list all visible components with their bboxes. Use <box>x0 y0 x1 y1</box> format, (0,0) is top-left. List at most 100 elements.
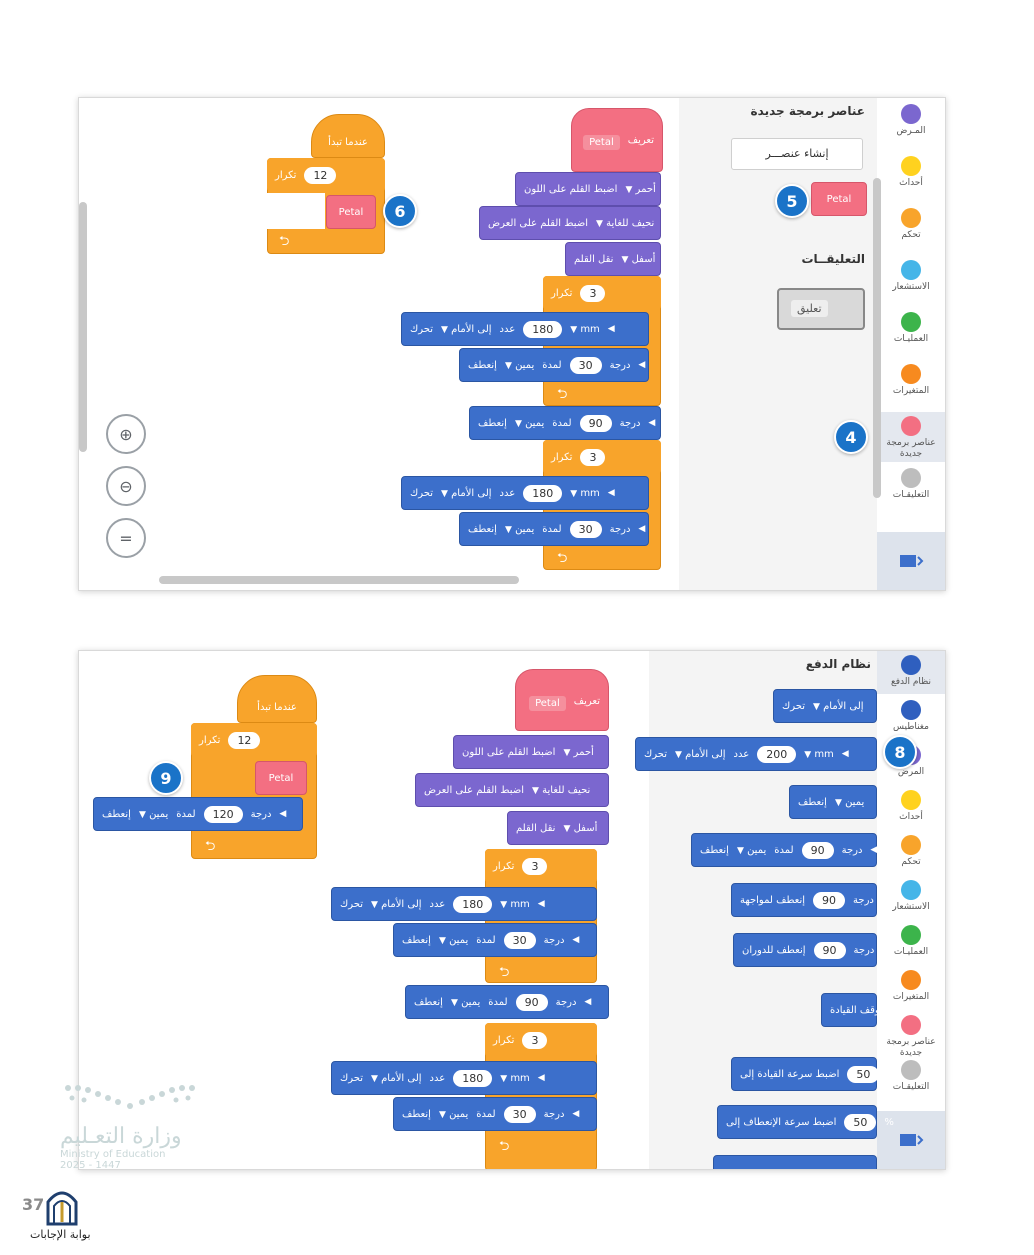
category-item[interactable]: تحكم <box>876 831 945 874</box>
extensions-icon[interactable] <box>876 532 945 590</box>
fly-move-block[interactable]: تحرك إلى الأمام ▼ <box>773 689 877 723</box>
set-pen-color-block[interactable]: اضبط القلم على اللون أحمر ▼ <box>453 735 609 769</box>
collapse-arrow-icon[interactable]: ◀ <box>870 845 878 855</box>
create-block-button[interactable]: إنشاء عنصـــر <box>731 138 863 170</box>
move-forward-block-a[interactable]: تحرك إلى الأمام ▼ عدد 180 mm ▼ ◀ <box>331 887 597 921</box>
move-forward-block-b[interactable]: تحرك إلى الأمام ▼ عدد 180 mm ▼ ◀ <box>401 476 649 510</box>
define-hat[interactable]: تعريف Petal <box>515 669 609 731</box>
pen-color-dropdown[interactable]: أحمر ▼ <box>625 183 656 195</box>
zoom-reset-icon[interactable]: = <box>106 518 146 558</box>
degrees-input[interactable]: 30 <box>569 356 602 374</box>
move-forward-block-b[interactable]: تحرك إلى الأمام ▼ عدد 180 mm ▼ ◀ <box>331 1061 597 1095</box>
category-item[interactable]: نظام الدفع <box>876 651 945 694</box>
degrees-input[interactable]: 30 <box>569 520 602 538</box>
comment-block[interactable]: تعليق <box>777 288 865 330</box>
category-item[interactable]: العمليـات <box>876 921 945 964</box>
fly-turn-to-heading-block[interactable]: إنعطف لمواجهة 90 درجة ◀ <box>731 883 889 917</box>
unit-dropdown[interactable]: mm ▼ <box>500 898 530 910</box>
pen-width-dropdown[interactable]: نحيف للغاية ▼ <box>596 217 655 229</box>
turn-direction-dropdown[interactable]: يمين ▼ <box>504 359 535 371</box>
category-item[interactable]: التعليقـات <box>876 464 945 514</box>
set-pen-width-block[interactable]: اضبط القلم على العرض نحيف للغاية ▼ <box>415 773 609 807</box>
collapse-arrow-icon[interactable]: ◀ <box>279 809 287 819</box>
turn-direction-dropdown[interactable]: يمين ▼ <box>504 523 535 535</box>
workspace-vscroll[interactable] <box>79 202 87 452</box>
move-pen-block[interactable]: نقل القلم أسفل ▼ <box>565 242 661 276</box>
turn-direction-dropdown[interactable]: يمين ▼ <box>514 417 545 429</box>
fly-stop-block[interactable]: أوقف القيادة <box>821 993 883 1027</box>
distance-input[interactable]: 180 <box>453 1069 493 1087</box>
collapse-arrow-icon[interactable]: ◀ <box>537 1073 545 1083</box>
direction-dropdown[interactable]: إلى الأمام ▼ <box>441 323 492 335</box>
zoom-in-icon[interactable]: ⊕ <box>106 414 146 454</box>
unit-dropdown[interactable]: mm ▼ <box>570 323 600 335</box>
pen-position-dropdown[interactable]: أسفل ▼ <box>563 822 598 834</box>
category-item[interactable]: عناصر برمجة جديدة <box>876 1011 945 1058</box>
pen-position-dropdown[interactable]: أسفل ▼ <box>621 253 656 265</box>
fly-turn-block[interactable]: إنعطف يمين ▼ <box>789 785 877 819</box>
repeat-3-header-b[interactable]: تكرار 3 <box>543 440 661 474</box>
collapse-arrow-icon[interactable]: ◀ <box>572 935 580 945</box>
degrees-input[interactable]: 90 <box>579 414 612 432</box>
when-start-hat[interactable]: عندما تبدأ <box>311 114 385 158</box>
fly-turn-rotation-block[interactable]: إنعطف للدوران 90 درجة ◀ <box>733 933 889 967</box>
speed-input[interactable]: 50 <box>844 1113 877 1131</box>
direction-dropdown[interactable]: إلى الأمام ▼ <box>371 1072 422 1084</box>
when-start-hat[interactable]: عندما تبدأ <box>237 675 317 723</box>
collapse-arrow-icon[interactable]: ◀ <box>648 418 656 428</box>
turn-direction-dropdown[interactable]: يمين ▼ <box>438 1108 469 1120</box>
category-item[interactable]: التعليقـات <box>876 1056 945 1099</box>
direction-dropdown[interactable]: إلى الأمام ▼ <box>441 487 492 499</box>
fly-drive-speed-block[interactable]: اضبط سرعة القيادة إلى 50 % <box>731 1057 897 1091</box>
distance-input[interactable]: 180 <box>523 484 563 502</box>
turn-direction-dropdown[interactable]: يمين ▼ <box>736 844 767 856</box>
degrees-input[interactable]: 90 <box>813 941 846 959</box>
petal-call-block[interactable]: Petal <box>255 761 307 795</box>
category-item[interactable]: أحداث <box>876 786 945 829</box>
extensions-icon[interactable] <box>876 1111 945 1169</box>
collapse-arrow-icon[interactable]: ◀ <box>607 324 615 334</box>
workspace-hscroll[interactable] <box>159 576 519 584</box>
collapse-arrow-icon[interactable]: ◀ <box>841 749 849 759</box>
set-pen-color-block[interactable]: اضبط القلم على اللون أحمر ▼ <box>515 172 661 206</box>
degrees-input[interactable]: 30 <box>503 931 536 949</box>
fly-turn-degrees-block[interactable]: إنعطف يمين ▼ لمدة 90 درجة ◀ <box>691 833 877 867</box>
repeat-3-header-b[interactable]: تكرار 3 <box>485 1023 597 1057</box>
collapse-arrow-icon[interactable]: ◀ <box>572 1109 580 1119</box>
repeat-3-input-b[interactable]: 3 <box>580 448 606 466</box>
turn-direction-dropdown[interactable]: يمين ▼ <box>438 934 469 946</box>
pen-width-dropdown[interactable]: نحيف للغاية ▼ <box>532 784 591 796</box>
petal-block[interactable]: Petal <box>811 182 867 216</box>
category-item[interactable]: مغناطيس <box>876 696 945 739</box>
speed-input[interactable]: 50 <box>847 1065 880 1083</box>
category-item[interactable]: المـرض <box>876 100 945 150</box>
category-item[interactable]: تحكم <box>876 204 945 254</box>
flyout-scrollbar[interactable] <box>873 178 881 498</box>
degrees-input[interactable]: 120 <box>203 805 243 823</box>
repeat-count-input[interactable]: 12 <box>228 731 261 749</box>
turn-right-90-block[interactable]: إنعطف يمين ▼ لمدة 90 درجة ◀ <box>405 985 609 1019</box>
pen-color-dropdown[interactable]: أحمر ▼ <box>563 746 594 758</box>
unit-dropdown[interactable]: mm ▼ <box>570 487 600 499</box>
repeat-count-input[interactable]: 12 <box>304 166 337 184</box>
turn-direction-dropdown[interactable]: يمين ▼ <box>138 808 169 820</box>
category-item[interactable]: المتغيرات <box>876 966 945 1009</box>
degrees-input[interactable]: 90 <box>801 841 834 859</box>
category-item[interactable]: المتغيرات <box>876 360 945 410</box>
turn-right-block-a[interactable]: إنعطف يمين ▼ لمدة 30 درجة ◀ <box>459 348 649 382</box>
collapse-arrow-icon[interactable]: ◀ <box>607 488 615 498</box>
collapse-arrow-icon[interactable]: ◀ <box>638 524 646 534</box>
move-pen-block[interactable]: نقل القلم أسفل ▼ <box>507 811 609 845</box>
repeat-3-header-a[interactable]: تكرار 3 <box>543 276 661 310</box>
collapse-arrow-icon[interactable]: ◀ <box>638 360 646 370</box>
turn-direction-dropdown[interactable]: يمين ▼ <box>450 996 481 1008</box>
collapse-arrow-icon[interactable]: ◀ <box>882 945 890 955</box>
distance-input[interactable]: 180 <box>453 895 493 913</box>
fly-turn-speed-block[interactable]: اضبط سرعة الإنعطاف إلى 50 % <box>717 1105 894 1139</box>
collapse-arrow-icon[interactable]: ◀ <box>881 895 889 905</box>
direction-dropdown[interactable]: إلى الأمام ▼ <box>813 700 864 712</box>
degrees-input[interactable]: 90 <box>515 993 548 1011</box>
petal-call-block[interactable]: Petal <box>326 195 376 229</box>
category-item[interactable]: عناصر برمجة جديدة <box>876 412 945 462</box>
collapse-arrow-icon[interactable]: ◀ <box>537 899 545 909</box>
